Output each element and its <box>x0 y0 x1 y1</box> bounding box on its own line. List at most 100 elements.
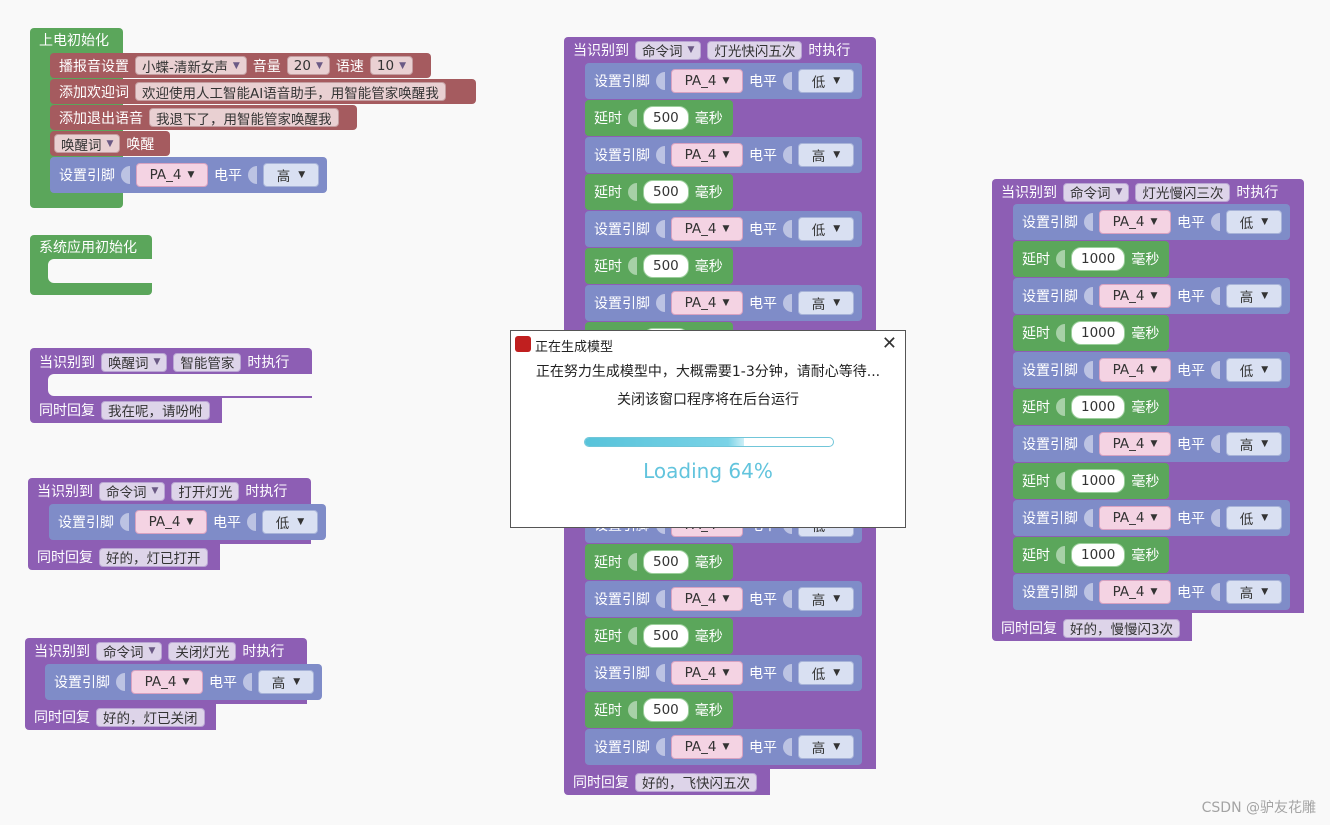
delay-input[interactable]: 500 <box>643 254 689 278</box>
exit-voice-block[interactable]: 添加退出语音 我退下了，用智能管家唤醒我 <box>50 105 357 130</box>
pin-dropdown[interactable]: PA_4▼ <box>1099 432 1171 456</box>
delay-input[interactable]: 500 <box>643 698 689 722</box>
system-init-block[interactable]: 系统应用初始化 <box>30 235 152 295</box>
level-dropdown[interactable]: 高▼ <box>1226 432 1282 456</box>
pin-dropdown[interactable]: PA_4▼ <box>1099 580 1171 604</box>
welcome-block[interactable]: 添加欢迎词 欢迎使用人工智能AI语音助手，用智能管家唤醒我 <box>50 79 476 104</box>
level-dropdown[interactable]: 高▼ <box>798 735 854 759</box>
delay-input[interactable]: 1000 <box>1071 321 1126 345</box>
reply-field[interactable]: 好的，灯已打开 <box>99 547 208 567</box>
pin-dropdown[interactable]: PA_4▼ <box>1099 284 1171 308</box>
delay-input[interactable]: 500 <box>643 106 689 130</box>
pin-dropdown[interactable]: PA_4▼ <box>1099 210 1171 234</box>
level-dropdown[interactable]: 高▼ <box>798 291 854 315</box>
pin-dropdown[interactable]: PA_4▼ <box>671 291 743 315</box>
set-pin-label: 设置引脚 <box>594 148 650 164</box>
exit-text-field[interactable]: 我退下了，用智能管家唤醒我 <box>149 108 339 128</box>
reply-field[interactable]: 好的，飞快闪五次 <box>635 772 757 792</box>
speed-dropdown[interactable]: 10▼ <box>369 56 414 75</box>
wake-event-block[interactable]: 当识别到 唤醒词▼ 智能管家 时执行 同时回复 我在呢，请吩咐 <box>30 348 312 423</box>
level-dropdown[interactable]: 高▼ <box>798 587 854 611</box>
pin-dropdown[interactable]: PA_4▼ <box>671 587 743 611</box>
level-dropdown[interactable]: 低▼ <box>1226 358 1282 382</box>
reply-field[interactable]: 我在呢，请吩咐 <box>101 400 210 420</box>
delay-input[interactable]: 500 <box>643 180 689 204</box>
pin-dropdown[interactable]: PA_4▼ <box>136 163 208 187</box>
type-dropdown[interactable]: 唤醒词▼ <box>101 352 168 372</box>
level-dropdown[interactable]: 高▼ <box>1226 580 1282 604</box>
delay-input[interactable]: 500 <box>643 550 689 574</box>
level-dropdown[interactable]: 低▼ <box>1226 506 1282 530</box>
level-dropdown[interactable]: 高▼ <box>798 143 854 167</box>
set-pin-block[interactable]: 设置引脚 PA_4▼ 电平 高▼ <box>50 157 327 193</box>
type-dropdown[interactable]: 命令词▼ <box>1063 182 1130 202</box>
level-dropdown[interactable]: 低▼ <box>798 661 854 685</box>
set-pin-block[interactable]: 设置引脚 PA_4▼ 电平 低▼ <box>49 504 326 540</box>
delay-input[interactable]: 1000 <box>1071 469 1126 493</box>
broadcast-setting-block[interactable]: 播报音设置 小蝶-清新女声▼ 音量 20▼ 语速 10▼ <box>50 53 431 78</box>
pin-dropdown[interactable]: PA_4▼ <box>1099 506 1171 530</box>
level-dropdown[interactable]: 低▼ <box>262 510 318 534</box>
wake-block[interactable]: 唤醒词▼ 唤醒 <box>50 131 170 156</box>
welcome-text-field[interactable]: 欢迎使用人工智能AI语音助手，用智能管家唤醒我 <box>135 82 446 102</box>
reply-field[interactable]: 好的，灯已关闭 <box>96 707 205 727</box>
set-pin-block[interactable]: 设置引脚 PA_4▼ 电平 高▼ <box>45 664 322 700</box>
level-dropdown[interactable]: 低▼ <box>1226 210 1282 234</box>
word-field[interactable]: 关闭灯光 <box>168 641 237 661</box>
level-dropdown[interactable]: 低▼ <box>798 217 854 241</box>
pin-dropdown[interactable]: PA_4▼ <box>1099 358 1171 382</box>
level-dropdown[interactable]: 高▼ <box>263 163 319 187</box>
delay-input[interactable]: 1000 <box>1071 247 1126 271</box>
delay-input[interactable]: 500 <box>643 624 689 648</box>
pin-dropdown[interactable]: PA_4▼ <box>671 69 743 93</box>
pin-dropdown[interactable]: PA_4▼ <box>671 217 743 241</box>
pin-dropdown[interactable]: PA_4▼ <box>671 661 743 685</box>
level-dropdown[interactable]: 高▼ <box>1226 284 1282 308</box>
block-gap <box>220 544 320 572</box>
word-field[interactable]: 打开灯光 <box>171 481 240 501</box>
word-field[interactable]: 智能管家 <box>173 352 242 372</box>
volume-dropdown[interactable]: 20▼ <box>286 56 330 75</box>
delay-input[interactable]: 1000 <box>1071 395 1126 419</box>
type-dropdown[interactable]: 命令词▼ <box>96 641 163 661</box>
type-dropdown[interactable]: 命令词▼ <box>635 40 702 60</box>
pin-dropdown[interactable]: PA_4▼ <box>671 143 743 167</box>
pin-dropdown[interactable]: PA_4▼ <box>671 735 743 759</box>
voice-dropdown[interactable]: 小蝶-清新女声▼ <box>135 56 247 76</box>
pin-dropdown[interactable]: PA_4▼ <box>131 670 203 694</box>
delay-input[interactable]: 1000 <box>1071 543 1126 567</box>
word-field[interactable]: 灯光慢闪三次 <box>1135 182 1231 202</box>
close-icon[interactable]: ✕ <box>881 333 897 354</box>
pin-dropdown[interactable]: PA_4▼ <box>135 510 207 534</box>
level-dropdown[interactable]: 低▼ <box>798 69 854 93</box>
level-dropdown[interactable]: 高▼ <box>258 670 314 694</box>
wake-word-dropdown[interactable]: 唤醒词▼ <box>54 134 121 154</box>
type-dropdown[interactable]: 命令词▼ <box>99 481 166 501</box>
reply-field[interactable]: 好的，慢慢闪3次 <box>1063 618 1181 638</box>
word-field[interactable]: 灯光快闪五次 <box>707 40 803 60</box>
